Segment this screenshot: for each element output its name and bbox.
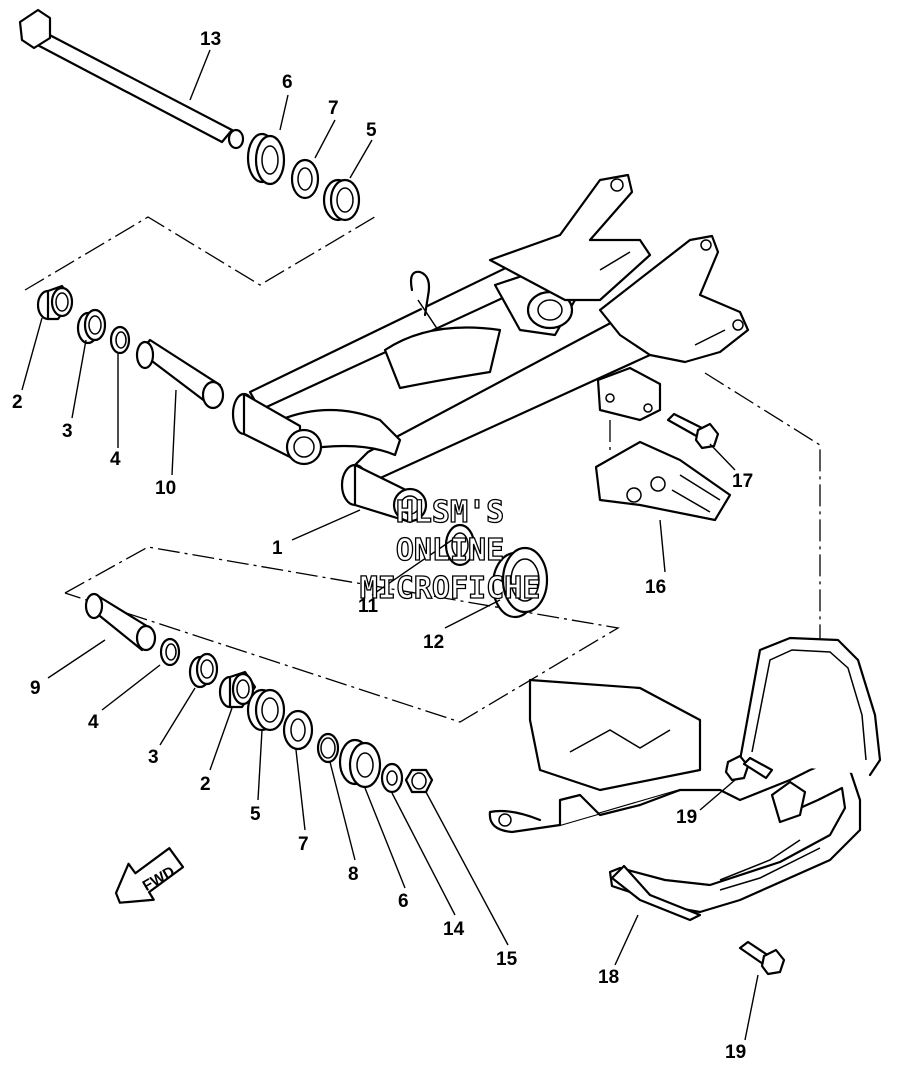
callout-3-upper: 3 [62,421,73,442]
watermark-line-1: HLSM'S [396,495,504,530]
ring-8 [316,732,340,764]
collar-6-upper [246,132,286,186]
callout-7-upper: 7 [328,98,339,119]
washer-7-lower [282,709,314,751]
leader-lines [21,49,759,1041]
callout-labels: 13 6 7 5 2 3 4 10 1 11 12 17 16 9 4 3 2 … [12,29,753,1063]
watermark-line-2: ONLINE [396,533,504,568]
callout-18: 18 [598,967,619,988]
callout-12: 12 [423,632,444,653]
callout-9: 9 [30,678,41,699]
watermark-line-3: MICROFICHE [360,571,541,606]
callout-13: 13 [200,29,221,50]
washer-7-upper [290,158,320,200]
lower-group-outline [64,546,620,723]
fwd-direction-arrow: FWD [114,847,185,904]
collar-10 [135,338,225,410]
ring-4-upper [109,325,131,355]
seal-5-upper [322,178,361,222]
callout-4-upper: 4 [110,449,121,470]
race-3-lower [188,652,219,689]
bolt-19-lower [738,940,786,976]
callout-6-lower: 6 [398,891,409,912]
callout-2-lower: 2 [200,774,211,795]
pivot-shaft-13 [18,8,245,150]
bolt-19-upper [724,754,774,782]
callout-7-lower: 7 [298,834,309,855]
seal-12 [491,546,549,619]
washer-14 [380,762,404,794]
bearing-2-upper [36,284,74,321]
ring-4-lower [159,637,181,667]
callout-19-upper: 19 [676,807,697,828]
guard-mount-lines [609,372,821,800]
callout-17: 17 [732,471,753,492]
callout-3-lower: 3 [148,747,159,768]
race-3-upper [76,308,107,345]
watermark: HLSM'S ONLINE MICROFICHE [359,494,541,606]
collar-6-lower [338,738,382,789]
callout-14: 14 [443,919,465,940]
callout-1: 1 [272,538,283,559]
callout-19-lower: 19 [725,1042,746,1063]
swingarm-1 [231,173,750,524]
callout-16: 16 [645,577,666,598]
callout-4-lower: 4 [88,712,99,733]
chain-guide-16 [594,440,732,522]
callout-15: 15 [496,949,518,970]
callout-2-upper: 2 [12,392,23,413]
cap-11 [444,523,476,567]
collar-9 [84,592,157,652]
callout-11: 11 [358,596,379,617]
bearing-2-lower [218,670,257,709]
bolt-17 [666,412,720,450]
upper-group-outline [24,214,379,291]
callout-10: 10 [155,478,176,499]
seal-5-lower [246,688,286,732]
nut-15 [404,768,434,794]
callout-5-upper: 5 [366,120,377,141]
callout-8: 8 [348,864,359,885]
rear-guard-18 [488,636,882,922]
callout-5-lower: 5 [250,804,261,825]
callout-6-upper: 6 [282,72,293,93]
